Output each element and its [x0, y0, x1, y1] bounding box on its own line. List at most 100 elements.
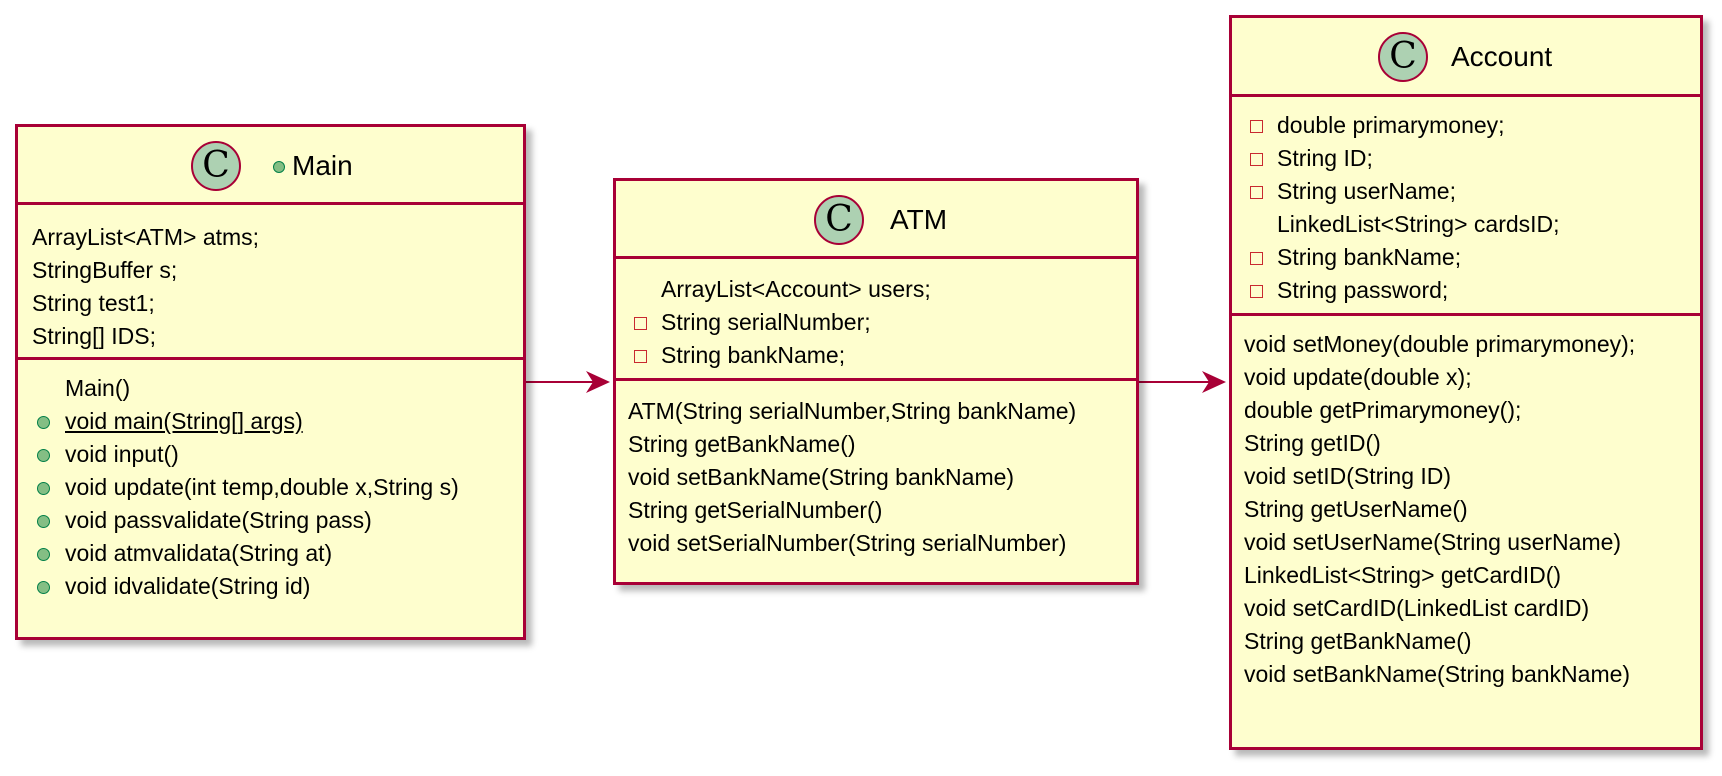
field-text: StringBuffer s; — [32, 257, 178, 283]
method-row: void setMoney(double primarymoney); — [1232, 328, 1700, 361]
public-method-icon — [37, 581, 50, 594]
method-row: void setBankName(String bankName) — [616, 461, 1136, 494]
class-main-name: Main — [292, 150, 353, 181]
private-field-icon — [1250, 153, 1263, 166]
method-text: ATM(String serialNumber,String bankName) — [628, 398, 1077, 424]
method-row: void setID(String ID) — [1232, 460, 1700, 493]
public-method-icon — [37, 449, 50, 462]
method-text: void atmvalidata(String at) — [65, 540, 333, 566]
class-atm-name: ATM — [890, 204, 948, 235]
public-method-icon — [37, 482, 50, 495]
method-text: void idvalidate(String id) — [65, 573, 311, 599]
field-row: String[] IDS; — [18, 320, 523, 353]
field-row: String serialNumber; — [616, 306, 1136, 339]
method-text: void setCardID(LinkedList cardID) — [1244, 595, 1590, 621]
method-row: void idvalidate(String id) — [18, 570, 523, 603]
method-row: String getBankName() — [616, 428, 1136, 461]
method-text: LinkedList<String> getCardID() — [1244, 562, 1562, 588]
method-text: void setUserName(String userName) — [1244, 529, 1622, 555]
method-row: void input() — [18, 438, 523, 471]
field-text: String bankName; — [1277, 244, 1462, 270]
method-text: void setBankName(String bankName) — [628, 464, 1015, 490]
public-method-icon — [37, 416, 50, 429]
public-method-icon — [37, 548, 50, 561]
method-row: void setSerialNumber(String serialNumber… — [616, 527, 1136, 560]
private-field-icon — [634, 317, 647, 330]
field-text: double primarymoney; — [1277, 112, 1505, 138]
field-text: LinkedList<String> cardsID; — [1277, 211, 1560, 237]
method-row: void update(int temp,double x,String s) — [18, 471, 523, 504]
method-text: String getBankName() — [1244, 628, 1472, 654]
field-row: String ID; — [1232, 142, 1700, 175]
class-account-methods: void setMoney(double primarymoney); void… — [1232, 316, 1700, 691]
method-row: void main(String[] args) — [18, 405, 523, 438]
method-row: String getSerialNumber() — [616, 494, 1136, 527]
class-account-fields: double primarymoney; String ID; String u… — [1232, 97, 1700, 316]
field-text: String password; — [1277, 277, 1449, 303]
method-text: void passvalidate(String pass) — [65, 507, 372, 533]
field-row: StringBuffer s; — [18, 254, 523, 287]
field-text: ArrayList<Account> users; — [661, 276, 931, 302]
method-text: void setID(String ID) — [1244, 463, 1452, 489]
field-text: String[] IDS; — [32, 323, 156, 349]
class-main-fields: ArrayList<ATM> atms; StringBuffer s; Str… — [18, 205, 523, 360]
method-text: void setMoney(double primarymoney); — [1244, 331, 1636, 357]
class-main-c-icon: C — [191, 141, 241, 191]
method-text: void update(int temp,double x,String s) — [65, 474, 459, 500]
method-text: String getBankName() — [628, 431, 856, 457]
method-text: void main(String[] args) — [65, 408, 303, 434]
method-row: Main() — [18, 372, 523, 405]
private-field-icon — [1250, 186, 1263, 199]
private-field-icon — [1250, 252, 1263, 265]
method-row: void passvalidate(String pass) — [18, 504, 523, 537]
method-row: void setUserName(String userName) — [1232, 526, 1700, 559]
private-field-icon — [634, 350, 647, 363]
class-atm-c-icon: C — [814, 195, 864, 245]
method-text: void input() — [65, 441, 179, 467]
private-field-icon — [1250, 120, 1263, 133]
public-method-icon — [37, 515, 50, 528]
class-main-header: C Main — [18, 127, 523, 205]
method-text: void setSerialNumber(String serialNumber… — [628, 530, 1067, 556]
method-row: LinkedList<String> getCardID() — [1232, 559, 1700, 592]
method-row: void setCardID(LinkedList cardID) — [1232, 592, 1700, 625]
class-atm-methods: ATM(String serialNumber,String bankName)… — [616, 381, 1136, 560]
field-row: LinkedList<String> cardsID; — [1232, 208, 1700, 241]
field-text: String userName; — [1277, 178, 1456, 204]
method-row: String getUserName() — [1232, 493, 1700, 526]
method-row: ATM(String serialNumber,String bankName) — [616, 395, 1136, 428]
field-row: String userName; — [1232, 175, 1700, 208]
association-atm-account — [1139, 371, 1226, 393]
method-text: void setBankName(String bankName) — [1244, 661, 1631, 687]
field-row: ArrayList<ATM> atms; — [18, 221, 523, 254]
field-row: String bankName; — [1232, 241, 1700, 274]
class-atm-fields: ArrayList<Account> users; String serialN… — [616, 259, 1136, 381]
method-row: String getBankName() — [1232, 625, 1700, 658]
field-text: String ID; — [1277, 145, 1373, 171]
method-row: void atmvalidata(String at) — [18, 537, 523, 570]
field-row: String test1; — [18, 287, 523, 320]
field-row: ArrayList<Account> users; — [616, 273, 1136, 306]
method-text: double getPrimarymoney(); — [1244, 397, 1522, 423]
class-main: C Main ArrayList<ATM> atms; StringBuffer… — [15, 124, 526, 640]
class-account: C Account double primarymoney; String ID… — [1229, 15, 1703, 750]
method-text: String getSerialNumber() — [628, 497, 883, 523]
method-row: double getPrimarymoney(); — [1232, 394, 1700, 427]
method-text: String getID() — [1244, 430, 1381, 456]
class-account-name: Account — [1451, 41, 1553, 72]
method-row: void update(double x); — [1232, 361, 1700, 394]
field-row: String bankName; — [616, 339, 1136, 372]
class-account-header: C Account — [1232, 18, 1700, 97]
class-account-c-icon: C — [1378, 32, 1428, 82]
method-row: void setBankName(String bankName) — [1232, 658, 1700, 691]
class-atm-header: C ATM — [616, 181, 1136, 259]
association-main-atm — [526, 371, 610, 393]
method-text: String getUserName() — [1244, 496, 1468, 522]
method-text: Main() — [65, 375, 131, 401]
class-main-public-icon — [273, 161, 285, 173]
field-text: String test1; — [32, 290, 155, 316]
field-row: String password; — [1232, 274, 1700, 307]
class-main-methods: Main() void main(String[] args) void inp… — [18, 360, 523, 603]
field-text: String serialNumber; — [661, 309, 871, 335]
